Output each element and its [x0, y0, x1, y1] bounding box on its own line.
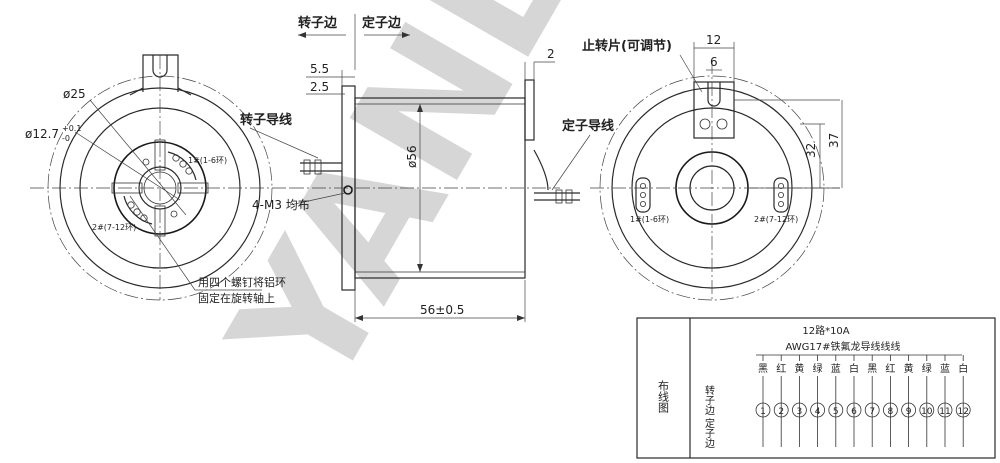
mount-screw-label: 4-M3 均布	[252, 198, 310, 212]
wire-number: 12	[957, 407, 968, 417]
wire-color-label: 红	[885, 362, 895, 375]
wire-number: 4	[815, 407, 821, 417]
stator-wire-label: 定子导线	[561, 118, 614, 134]
wire-color-label: 绿	[813, 362, 823, 375]
wire-number: 8	[888, 407, 894, 417]
wiring-diagram: 布线图 12路*10A AWG17#铁氟龙导线线线 转子边 定子边 黑1红2黄3…	[636, 317, 996, 459]
wiring-spec-line1: 12路*10A	[802, 324, 849, 337]
wire-column: 黑1	[755, 355, 771, 447]
dim-37: 37	[827, 133, 841, 148]
wiring-rotor-side: 转子边	[703, 384, 715, 416]
wire-number: 6	[851, 407, 857, 417]
wire-column: 黄3	[792, 355, 807, 447]
wire-number: 2	[778, 407, 784, 417]
stator-ring-group-2-label: 2#(7-12环)	[754, 215, 798, 224]
wire-column: 黑7	[864, 355, 880, 447]
wire-column: 绿 10	[919, 355, 935, 447]
dim-12: 12	[706, 33, 721, 47]
dim-d12-7-tol-upper: +0.1	[62, 124, 81, 133]
wire-number-circle	[937, 402, 953, 418]
wiring-stator-side: 定子边	[703, 417, 715, 449]
dim-5-5: 5.5	[310, 62, 329, 76]
wire-column: 黄9	[901, 355, 916, 447]
dim-6: 6	[710, 55, 718, 69]
stator-ring-group-1-label: 1#(1-6环)	[630, 215, 669, 224]
wire-color-label: 黄	[794, 362, 804, 375]
dim-d12-7: ø12.7	[25, 127, 59, 141]
wire-number-circle	[792, 402, 807, 418]
contact-group-1	[167, 151, 197, 181]
wire-column: 红8	[883, 355, 898, 447]
wire-color-label: 红	[776, 362, 786, 375]
wire-number-circle	[883, 402, 898, 418]
dim-2-5: 2.5	[310, 80, 329, 94]
wire-column: 蓝5	[828, 355, 844, 447]
rotor-wire-label: 转子导线	[240, 112, 292, 128]
wire-color-label: 蓝	[940, 363, 950, 375]
wire-color-label: 黄	[904, 362, 914, 375]
ring-group-2-label: 2#(7-12环)	[92, 223, 136, 232]
wire-number-circle	[810, 402, 825, 418]
dim-d12-7-tol-lower: -0	[62, 134, 70, 143]
wire-number-circle	[864, 402, 880, 418]
ring-group-1-label: 1#(1-6环)	[188, 156, 227, 165]
wire-number: 3	[797, 407, 803, 417]
stator-contact-group-1	[635, 177, 651, 213]
wire-number: 5	[833, 407, 839, 417]
wire-number-circle	[773, 402, 789, 418]
wire-number-circle	[755, 402, 771, 418]
wire-color-label: 白	[849, 362, 859, 375]
wiring-title: 布线图	[657, 380, 670, 414]
wire-color-label: 蓝	[831, 363, 841, 375]
wire-number: 1	[760, 407, 766, 417]
note-line-2: 固定在旋转轴上	[198, 291, 275, 305]
wire-number-circle	[828, 402, 844, 418]
stop-tab-label: 止转片(可调节)	[582, 38, 672, 54]
dim-length-56: 56±0.5	[420, 303, 464, 317]
stator-contact-group-2	[773, 177, 789, 213]
wire-column: 红2	[773, 355, 789, 447]
wire-number: 9	[906, 407, 912, 417]
contact-group-2	[123, 195, 153, 225]
wire-color-label: 绿	[922, 362, 932, 375]
stator-side-label: 定子边	[361, 15, 402, 31]
wire-number: 7	[869, 407, 875, 417]
right-face-view: 1#(1-6环) 2#(7-12环) 止转片(可调节) 12 6 32 37	[582, 33, 843, 301]
wire-number-circle	[901, 402, 916, 418]
wire-number-circle	[955, 402, 971, 418]
wire-color-label: 黑	[758, 363, 768, 375]
side-view: 转子边 定子边 5.5 2.5 转子导线 4-M3 均布	[240, 14, 614, 322]
wire-column: 白 12	[955, 355, 971, 447]
dim-d25: ø25	[63, 87, 86, 101]
dim-d56: ø56	[405, 145, 419, 168]
wire-number-circle	[919, 402, 935, 418]
note-line-1: 用四个螺钉将铝环	[198, 275, 286, 289]
rotor-side-label: 转子边	[298, 15, 338, 31]
wire-color-label: 黑	[867, 363, 877, 375]
dim-2: 2	[547, 47, 555, 61]
wiring-spec-line2: AWG17#铁氟龙导线线线	[785, 340, 900, 353]
wire-number-circle	[846, 402, 862, 418]
dim-32: 32	[804, 143, 818, 158]
wire-number: 11	[939, 407, 950, 417]
wire-column: 绿4	[810, 355, 825, 447]
left-face-view: ø25 ø12.7 +0.1 -0 1#(1-6环) 2#(7-12环) 用四个…	[25, 54, 290, 305]
wire-color-label: 白	[958, 362, 968, 375]
wire-column: 白6	[846, 355, 862, 447]
wire-column: 蓝 11	[937, 355, 953, 447]
wire-number: 10	[921, 407, 933, 417]
